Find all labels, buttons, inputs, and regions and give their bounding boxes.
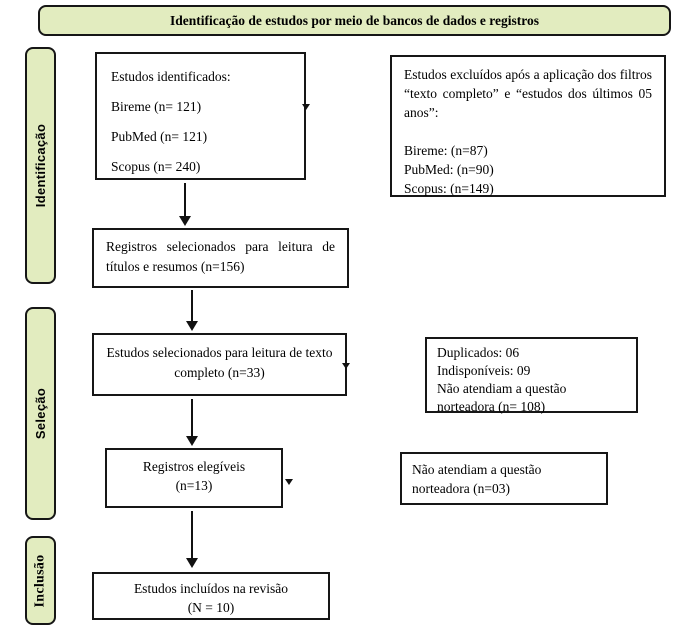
box-excluded-middle-line: Duplicados: 06: [437, 345, 520, 360]
box-eligible-line2: (n=13): [175, 478, 213, 493]
box-excluded-filters-line: Scopus: (n=149): [404, 181, 494, 196]
box-excluded-middle: Duplicados: 06 Indisponíveis: 09 Não ate…: [425, 337, 638, 414]
stage-inclusao: Inclusão: [25, 536, 56, 625]
box-selected-fulltext-text: Estudos selecionados para leitura de tex…: [106, 345, 333, 380]
box-excluded-filters: Estudos excluídos após a aplicação dos f…: [390, 55, 666, 197]
connector-arrowhead-identified: [302, 104, 310, 110]
box-excluded-filters-line: PubMed: (n=90): [404, 162, 494, 177]
box-identified: Estudos identificados: Bireme (n= 121) P…: [95, 52, 306, 180]
box-identified-line: PubMed (n= 121): [111, 129, 208, 144]
box-excluded-middle-line: Indisponíveis: 09: [437, 363, 531, 378]
box-excluded-eligible-text: Não atendiam a questão norteadora (n=03): [412, 462, 542, 496]
stage-identificacao: Identificação: [25, 47, 56, 284]
stage-inclusao-label: Inclusão: [32, 554, 48, 607]
box-eligible-line1: Registros elegíveis: [142, 459, 246, 474]
connector-arrowhead-fulltext: [342, 363, 350, 369]
box-included-line1: Estudos incluídos na revisão: [133, 581, 289, 596]
box-identified-line: Scopus (n= 240): [111, 159, 201, 174]
arrow-down-1: [179, 183, 191, 226]
diagram-title: Identificação de estudos por meio de ban…: [169, 12, 539, 28]
box-included: Estudos incluídos na revisão (N = 10): [92, 572, 330, 620]
diagram-header: Identificação de estudos por meio de ban…: [38, 5, 671, 36]
box-excluded-filters-intro: Estudos excluídos após a aplicação dos f…: [404, 67, 652, 120]
stage-selecao-label: Seleção: [33, 387, 48, 440]
box-excluded-filters-line: Bireme: (n=87): [404, 143, 488, 158]
box-selected-titles-text: Registros selecionados para leitura de t…: [106, 239, 335, 274]
box-selected-fulltext: Estudos selecionados para leitura de tex…: [92, 333, 347, 396]
connector-arrowhead-eligible: [285, 479, 293, 485]
box-excluded-eligible: Não atendiam a questão norteadora (n=03): [400, 452, 608, 505]
box-eligible: Registros elegíveis (n=13): [105, 448, 283, 508]
box-identified-line: Bireme (n= 121): [111, 99, 202, 114]
arrow-down-4: [186, 511, 198, 568]
box-excluded-middle-line: Não atendiam a questão norteadora (n= 10…: [437, 381, 567, 414]
stage-selecao: Seleção: [25, 307, 56, 520]
arrow-down-2: [186, 290, 198, 331]
stage-identificacao-label: Identificação: [33, 123, 48, 208]
arrow-down-3: [186, 399, 198, 446]
box-included-line2: (N = 10): [187, 600, 235, 615]
box-identified-title: Estudos identificados:: [111, 69, 231, 84]
box-selected-titles: Registros selecionados para leitura de t…: [92, 228, 349, 288]
